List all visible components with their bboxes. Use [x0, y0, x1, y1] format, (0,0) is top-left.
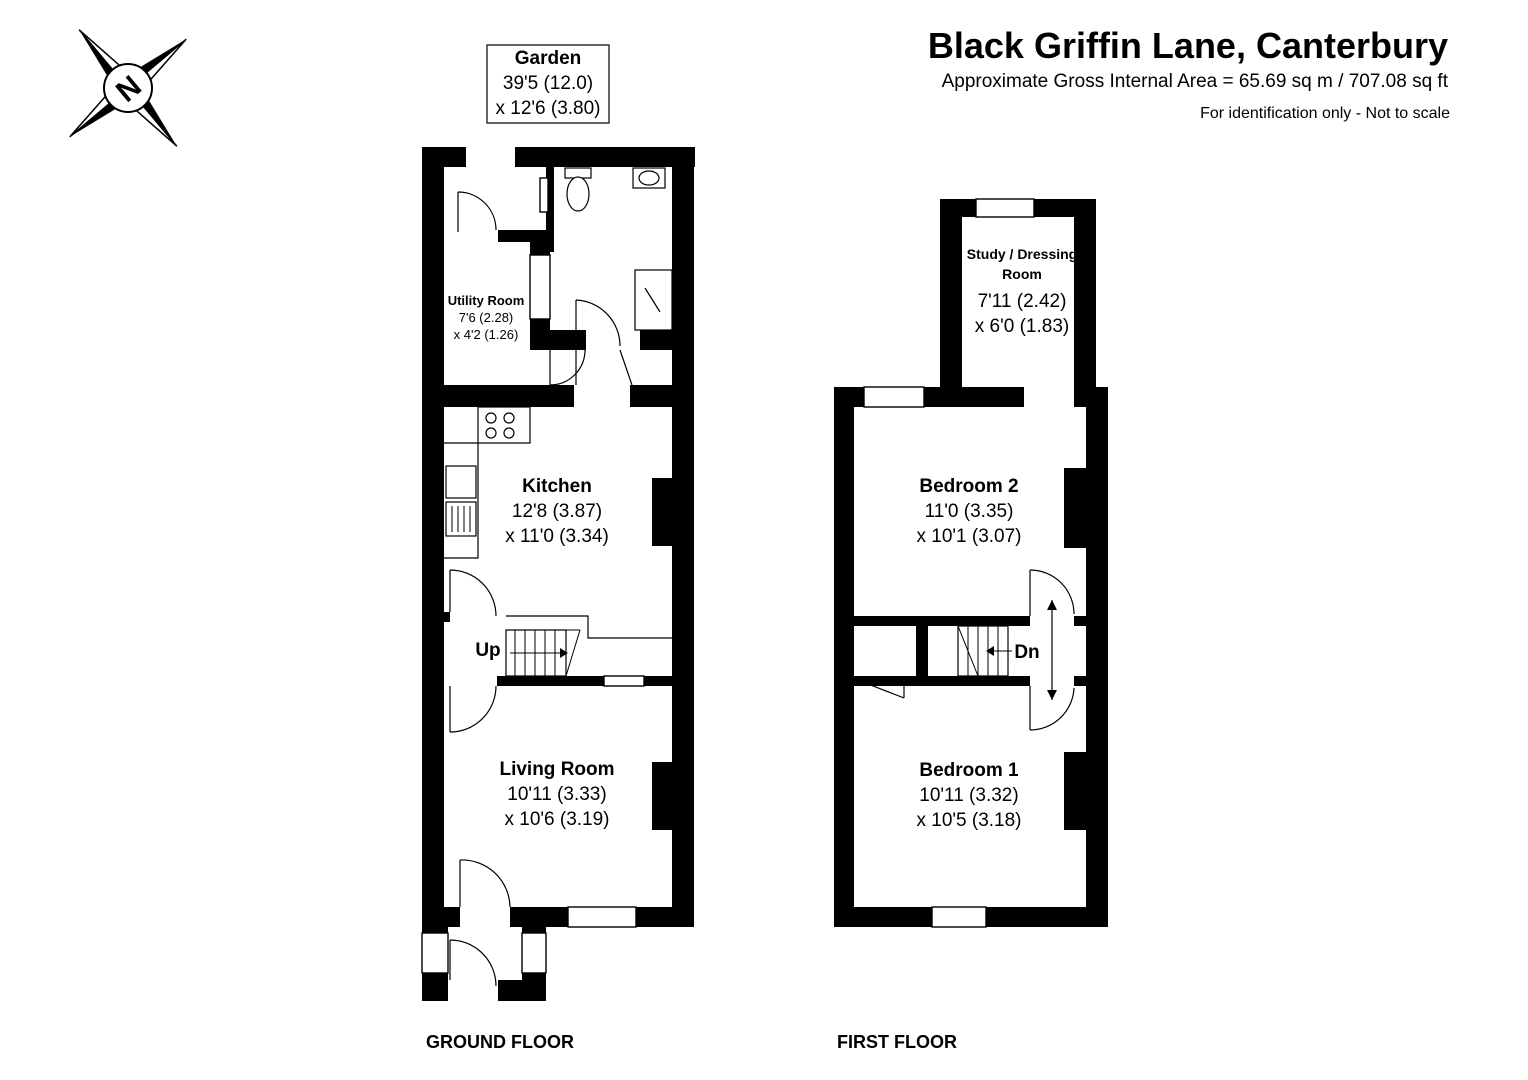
window-porch-right	[521, 932, 547, 974]
window-bedroom2	[863, 386, 925, 408]
garden-dim2: x 12'6 (3.80)	[495, 98, 600, 119]
kitchen-dim1: 12'8 (3.87)	[512, 501, 602, 522]
living-name: Living Room	[499, 759, 614, 780]
kitchen-name: Kitchen	[522, 476, 592, 497]
first-floor-walls	[834, 199, 1108, 927]
scale-note: For identification only - Not to scale	[1200, 105, 1450, 122]
stairs-up-label: Up	[475, 640, 500, 661]
ground-floor-label: GROUND FLOOR	[426, 1032, 574, 1052]
window-bedroom1	[931, 906, 987, 928]
living-dim1: 10'11 (3.33)	[507, 784, 606, 805]
window-utility	[529, 254, 551, 320]
bedroom1-dim1: 10'11 (3.32)	[919, 785, 1018, 806]
garden-name: Garden	[515, 48, 582, 69]
utility-dim1: 7'6 (2.28)	[459, 310, 514, 325]
bedroom1-dim2: x 10'5 (3.18)	[916, 810, 1021, 831]
window-hall	[603, 675, 645, 687]
utility-name: Utility Room	[448, 293, 525, 308]
doors-first	[867, 569, 1075, 731]
study-dim2: x 6'0 (1.83)	[975, 316, 1069, 337]
garden-box	[486, 44, 610, 124]
stairs-down-label: Dn	[1014, 642, 1039, 663]
kitchen-fixtures	[444, 406, 531, 559]
bedroom2-name: Bedroom 2	[919, 476, 1018, 497]
utility-dim2: x 4'2 (1.26)	[454, 327, 519, 342]
bedroom2-dim2: x 10'1 (3.07)	[916, 526, 1021, 547]
compass-circle	[103, 63, 153, 113]
study-name-line2: Room	[1002, 266, 1042, 282]
plan-title: Black Griffin Lane, Canterbury	[928, 25, 1448, 66]
stairs-ground	[505, 615, 672, 677]
window-living-front	[567, 906, 637, 928]
gross-area: Approximate Gross Internal Area = 65.69 …	[942, 71, 1449, 92]
window-wc	[539, 177, 549, 213]
bedroom1-name: Bedroom 1	[919, 760, 1019, 781]
doors-ground	[449, 191, 633, 987]
living-dim2: x 10'6 (3.19)	[504, 809, 609, 830]
window-porch-left	[421, 932, 449, 974]
study-name-line1: Study / Dressing	[967, 246, 1077, 262]
study-dim1: 7'11 (2.42)	[978, 291, 1067, 312]
wc-fixtures	[564, 167, 673, 331]
bedroom2-dim1: 11'0 (3.35)	[925, 501, 1014, 522]
stairs-first	[957, 625, 1012, 677]
kitchen-dim2: x 11'0 (3.34)	[505, 526, 609, 547]
garden-dim1: 39'5 (12.0)	[503, 73, 593, 94]
first-floor-label: FIRST FLOOR	[837, 1032, 957, 1052]
window-study	[975, 198, 1035, 218]
